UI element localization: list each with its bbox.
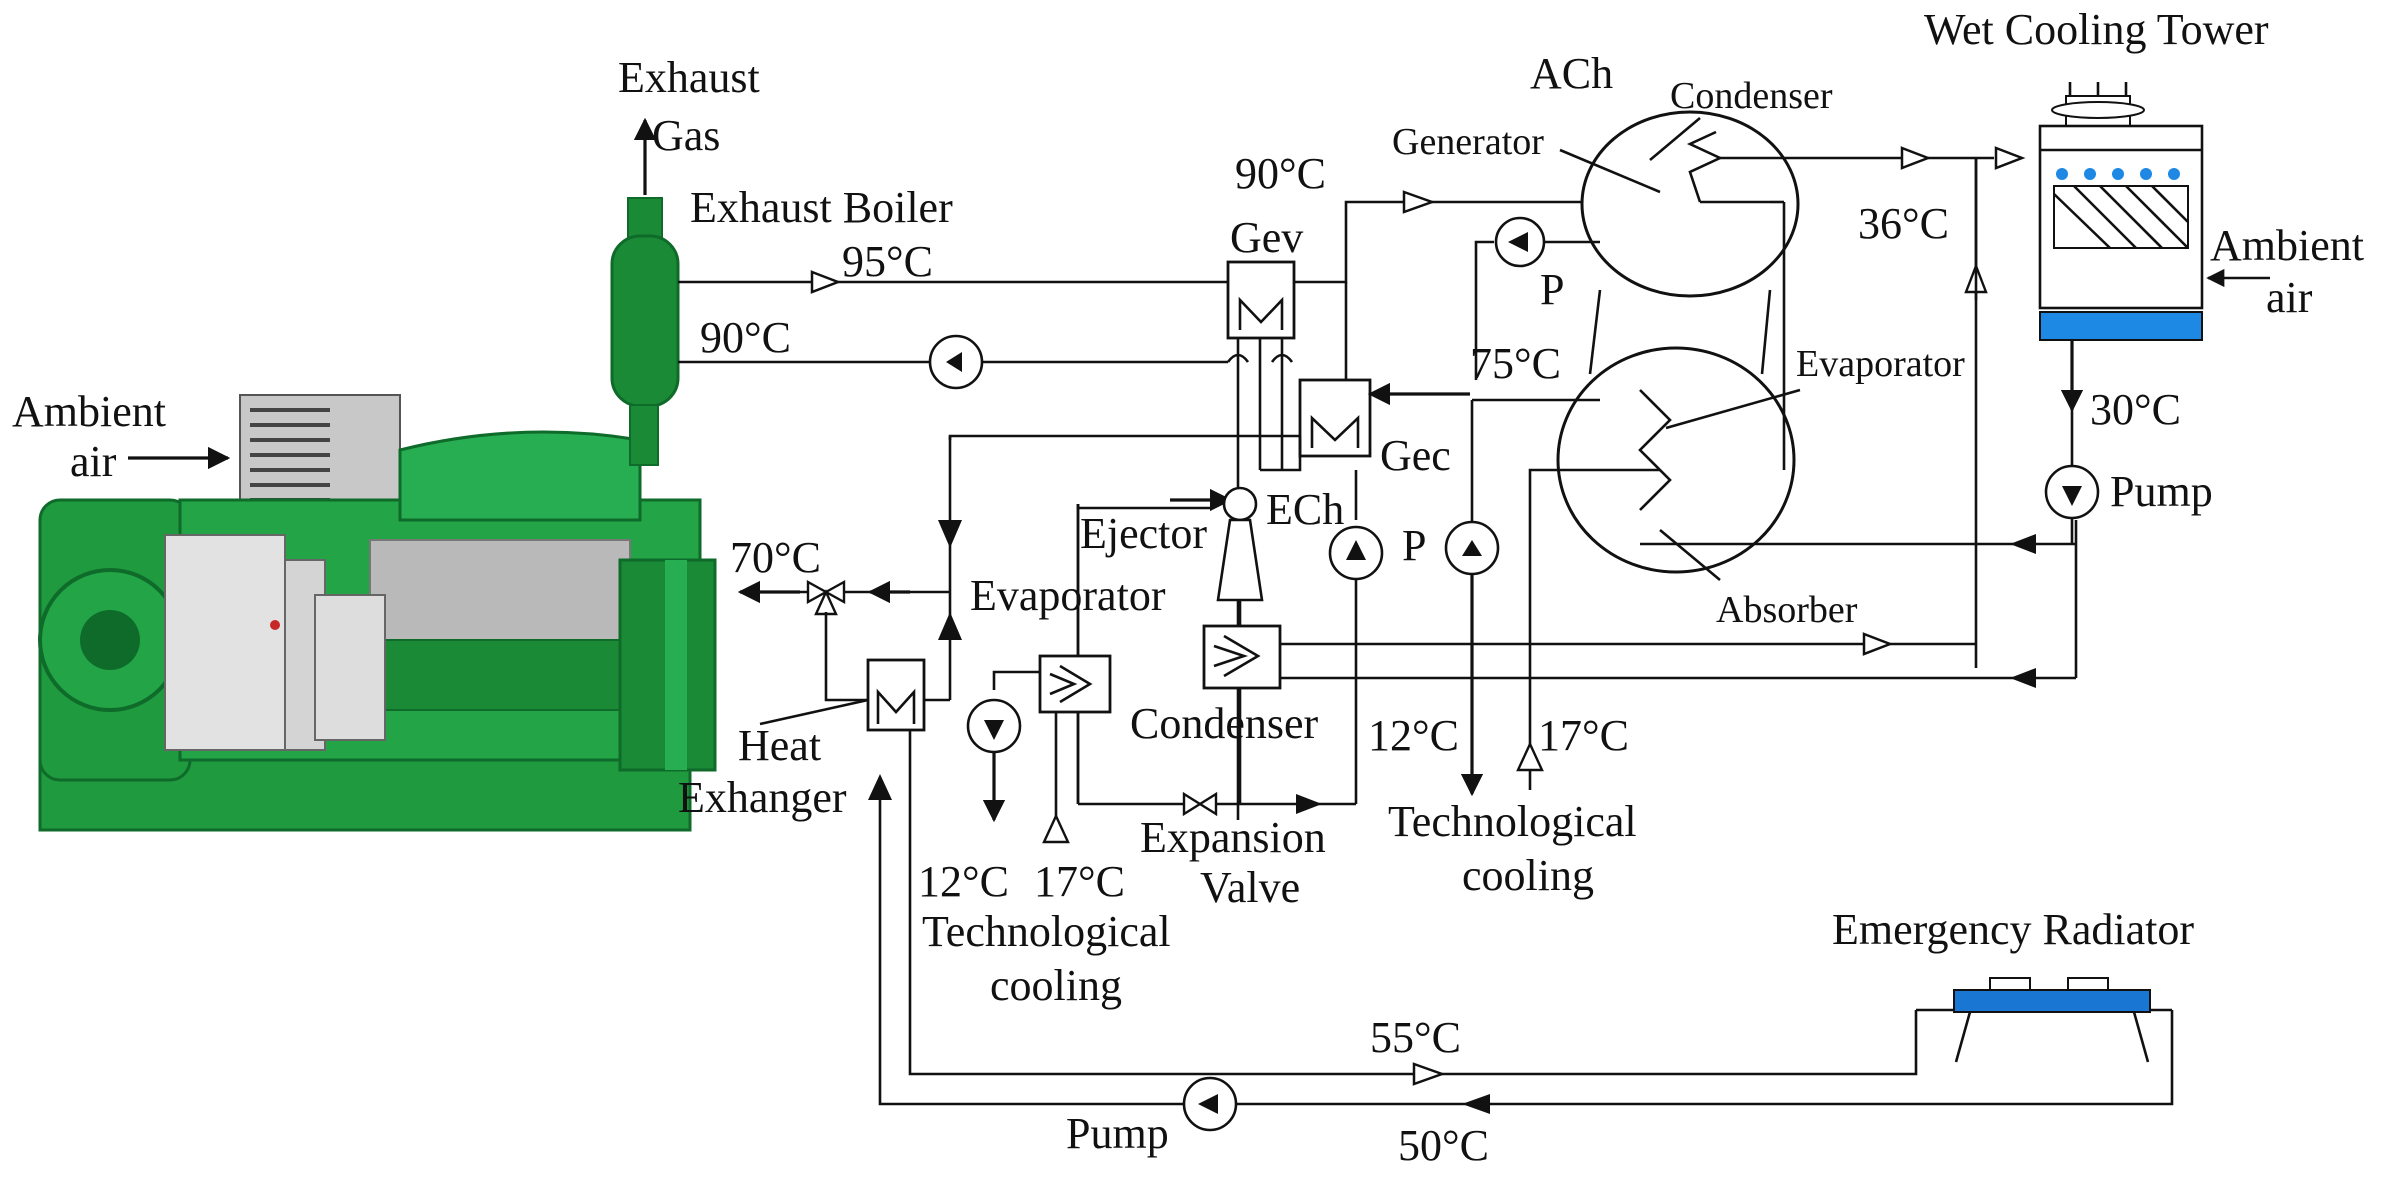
tech-cooling-left-label-2: cooling — [990, 961, 1122, 1010]
temp-90-boiler-label: 90°C — [700, 313, 791, 362]
gas-engine-generator-set — [38, 394, 717, 832]
pump-p-upper-label: P — [1540, 265, 1564, 314]
absorption-chiller — [1556, 110, 1800, 574]
temp-55-label: 55°C — [1370, 1013, 1461, 1062]
expansion-valve — [1182, 791, 1218, 817]
ach-condenser-label: Condenser — [1670, 75, 1833, 117]
exhaust-boiler — [610, 197, 680, 466]
temp-17-left-label: 17°C — [1034, 857, 1125, 906]
temp-12-mid-label: 12°C — [1368, 711, 1459, 760]
temp-70-label: 70°C — [730, 533, 821, 582]
emergency-radiator-label: Emergency Radiator — [1832, 905, 2194, 954]
expansion-valve-label-1: Expansion — [1140, 813, 1326, 862]
ambient-air-left-label-2: air — [70, 437, 117, 486]
tech-cooling-mid-label-2: cooling — [1462, 851, 1594, 900]
gev-label: Gev — [1230, 213, 1303, 262]
pump-p-lower-label: P — [1402, 521, 1426, 570]
ambient-air-left-label-1: Ambient — [12, 387, 166, 436]
temp-36-label: 36°C — [1858, 199, 1949, 248]
temp-17-mid-label: 17°C — [1538, 711, 1629, 760]
heat-exchanger-label-1: Heat — [738, 721, 821, 770]
temp-75-label: 75°C — [1470, 339, 1561, 388]
small-evaporator — [1038, 654, 1112, 714]
absorber-label: Absorber — [1716, 589, 1858, 631]
exhaust-gas-label-2: Gas — [652, 111, 720, 160]
ech-condenser-label: Condenser — [1130, 699, 1319, 748]
heat-exchanger-label-2: Exhanger — [678, 773, 847, 822]
ambient-air-right-label-2: air — [2266, 273, 2313, 322]
ambient-air-right-label-1: Ambient — [2210, 221, 2364, 270]
tech-cooling-mid-label-1: Technological — [1388, 797, 1637, 846]
ech-label: ECh — [1266, 485, 1344, 534]
emergency-radiator — [1916, 977, 2172, 1063]
ach-label: ACh — [1530, 49, 1613, 98]
tech-cooling-left-label-1: Technological — [922, 907, 1171, 956]
ach-evaporator-label: Evaporator — [1796, 343, 1965, 385]
wet-cooling-tower-label: Wet Cooling Tower — [1924, 5, 2269, 54]
exhaust-gas-label-1: Exhaust — [618, 53, 760, 102]
ejector-label: Ejector — [1080, 509, 1207, 558]
generator-label: Generator — [1392, 121, 1544, 163]
gec-heat-exchanger — [1298, 378, 1372, 458]
boiler-hot-water-loop — [678, 270, 1228, 390]
pump-right-label: Pump — [2110, 467, 2213, 516]
gec-label: Gec — [1380, 431, 1451, 480]
jacket-heat-exchanger — [866, 658, 926, 732]
wet-cooling-tower — [2038, 82, 2204, 341]
expansion-valve-label-2: Valve — [1200, 863, 1300, 912]
temp-50-label: 50°C — [1398, 1121, 1489, 1170]
temp-30-label: 30°C — [2090, 385, 2181, 434]
ejector — [1216, 486, 1264, 602]
gev-heat-exchanger — [1226, 260, 1296, 340]
temp-90-generator-label: 90°C — [1235, 149, 1326, 198]
ech-condenser — [1202, 624, 1282, 690]
exhaust-boiler-label: Exhaust Boiler — [690, 183, 953, 232]
evaporator-left-label: Evaporator — [970, 571, 1166, 620]
temp-95-label: 95°C — [842, 237, 933, 286]
three-way-valve — [806, 579, 846, 616]
pump-bottom-label: Pump — [1066, 1109, 1169, 1158]
temp-12-left-label: 12°C — [918, 857, 1009, 906]
